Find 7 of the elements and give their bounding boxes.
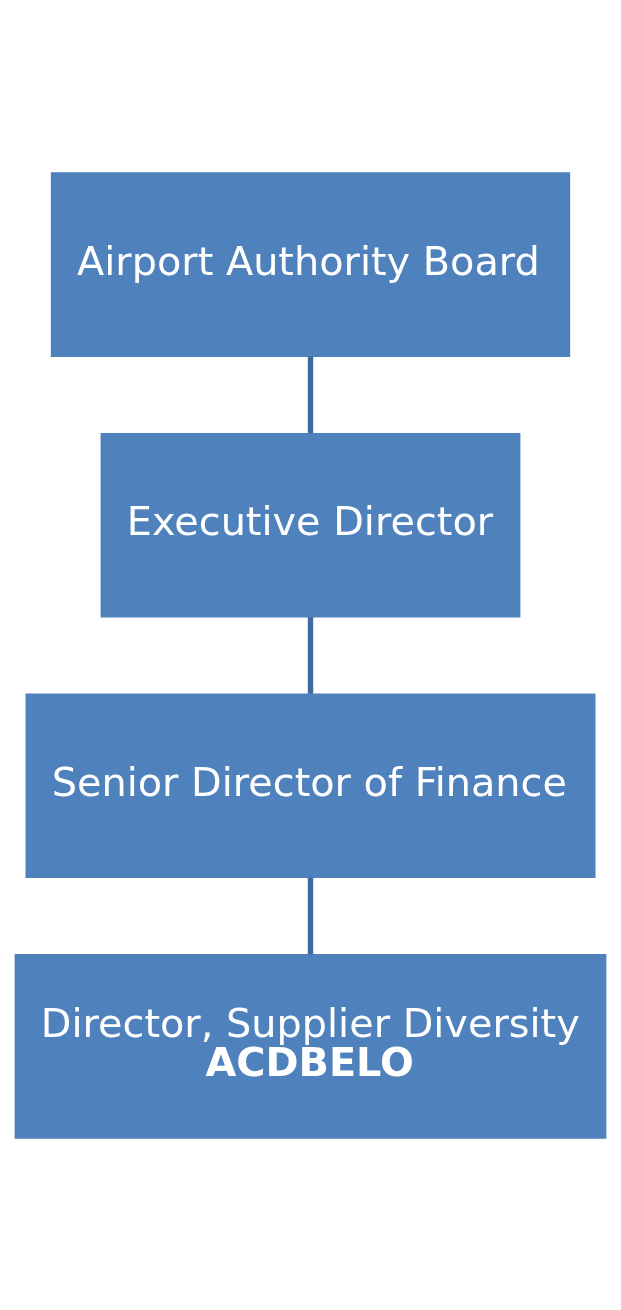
connector xyxy=(307,616,314,694)
node-box: Executive Director xyxy=(100,432,521,617)
node-box: Director, Supplier Diversity ACDBELO xyxy=(14,953,607,1139)
connector xyxy=(307,877,314,954)
node-box: Airport Authority Board xyxy=(50,171,571,357)
connector xyxy=(307,356,314,433)
node-box: Senior Director of Finance xyxy=(25,693,596,878)
